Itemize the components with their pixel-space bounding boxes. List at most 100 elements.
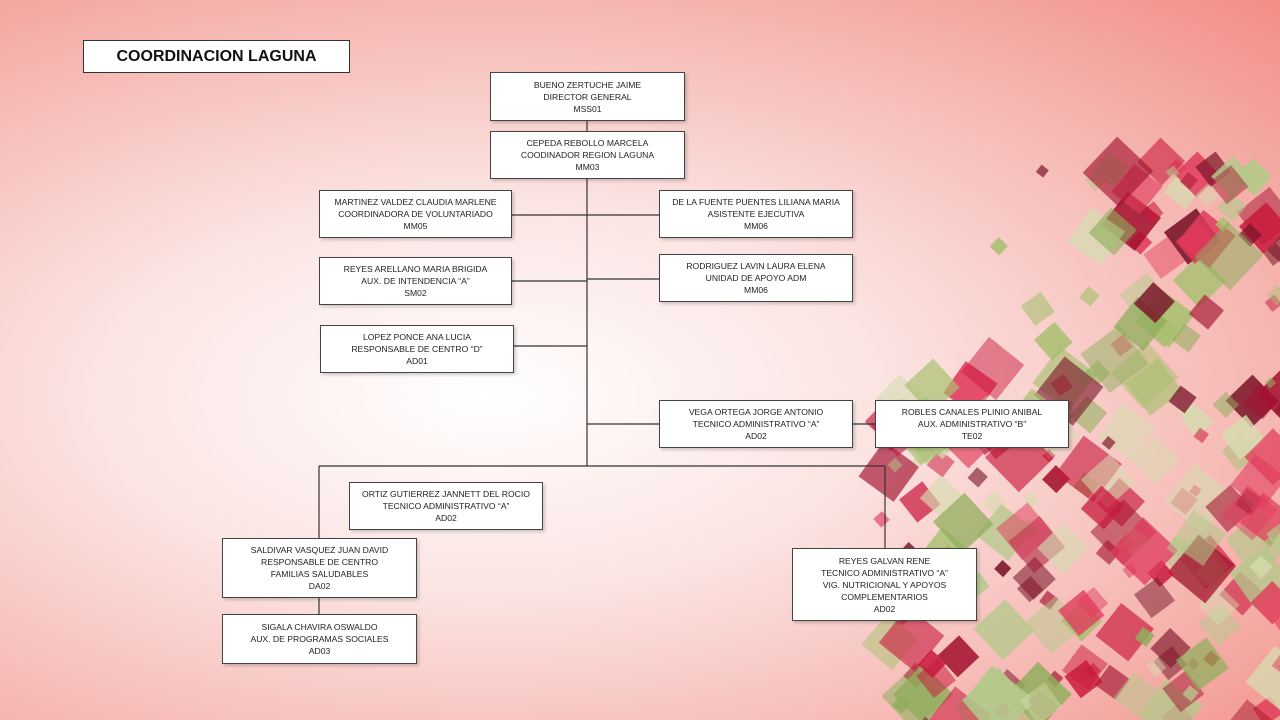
decor-square [1020, 291, 1056, 326]
org-node-asistente-ejecutiva[interactable]: DE LA FUENTE PUENTES LILIANA MARIA ASIST… [659, 190, 853, 238]
node-name: ROBLES CANALES PLINIO ANIBAL [901, 407, 1043, 417]
decor-square [1095, 602, 1154, 662]
decor-square [1130, 435, 1181, 485]
decor-square [1133, 577, 1176, 619]
decor-square [1018, 691, 1032, 704]
node-role: AUX. DE INTENDENCIA “A” [361, 276, 470, 286]
decor-square [1037, 522, 1089, 574]
node-role: COODINADOR REGION LAGUNA [520, 150, 655, 160]
decor-square [1179, 171, 1198, 191]
node-code: MM06 [744, 221, 768, 231]
node-name: SIGALA CHAVIRA OSWALDO [261, 622, 378, 632]
decor-square [1012, 556, 1056, 600]
decor-square [1212, 391, 1240, 419]
node-name: VEGA ORTEGA JORGE ANTONIO [688, 407, 824, 417]
decor-square [1266, 285, 1280, 306]
org-node-aux-intendencia[interactable]: REYES ARELLANO MARIA BRIGIDA AUX. DE INT… [319, 257, 512, 305]
decor-square [887, 457, 903, 473]
decor-square [1194, 221, 1264, 291]
decor-square [1188, 294, 1224, 330]
decor-square [1109, 517, 1178, 586]
node-role-detail: VIG. NUTRICIONAL Y APOYOS [822, 579, 947, 590]
decor-square [1020, 682, 1063, 720]
decor-square [1211, 155, 1254, 199]
decor-square [1193, 427, 1210, 444]
decor-square [919, 716, 932, 720]
decor-square [1097, 403, 1156, 461]
decor-square [973, 599, 1035, 661]
decor-square [994, 560, 1012, 578]
decor-square [1088, 207, 1137, 256]
node-role: DIRECTOR GENERAL [543, 91, 632, 102]
node-code: TE02 [961, 431, 983, 441]
node-name: CEPEDA REBOLLO MARCELA [526, 138, 649, 148]
node-code: AD01 [406, 356, 428, 366]
decor-square [1245, 645, 1280, 712]
decor-square [1111, 341, 1179, 409]
node-name: DE LA FUENTE PUENTES LILIANA MARIA [672, 197, 840, 207]
decor-square [1197, 603, 1241, 647]
node-name: REYES ARELLANO MARIA BRIGIDA [343, 264, 488, 274]
org-node-aux-administrativo-b[interactable]: ROBLES CANALES PLINIO ANIBAL AUX. ADMINI… [875, 400, 1069, 448]
node-role: ASISTENTE EJECUTIVA [707, 209, 805, 219]
org-node-director-general[interactable]: BUENO ZERTUCHE JAIME DIRECTOR GENERAL MS… [490, 72, 685, 121]
decor-square [1175, 637, 1230, 691]
org-node-responsable-centro-d[interactable]: LOPEZ PONCE ANA LUCIA RESPONSABLE DE CEN… [320, 325, 514, 373]
decor-square [1244, 428, 1280, 486]
decor-square [1039, 590, 1059, 610]
node-role-detail: COMPLEMENTARIOS [841, 591, 928, 602]
decor-square [1234, 158, 1273, 197]
decor-square [1226, 699, 1272, 720]
decor-square [1033, 321, 1073, 361]
node-name: REYES GALVAN RENE [838, 555, 931, 566]
org-node-tecnico-administrativo-ortiz[interactable]: ORTIZ GUTIERREZ JANNETT DEL ROCIO TECNIC… [349, 482, 543, 530]
decor-square [1250, 581, 1280, 625]
org-node-unidad-apoyo-adm[interactable]: RODRIGUEZ LAVIN LAURA ELENA UNIDAD DE AP… [659, 254, 853, 302]
node-code: MM06 [744, 285, 768, 295]
org-node-coordinadora-voluntariado[interactable]: MARTINEZ VALDEZ CLAUDIA MARLENE COORDINA… [319, 190, 512, 238]
decor-square [1205, 484, 1253, 533]
decor-square [1243, 383, 1279, 420]
decor-square [1264, 294, 1280, 312]
decor-square [1085, 662, 1101, 679]
node-name: SALDIVAR VASQUEZ JUAN DAVID [250, 545, 389, 555]
node-role-detail: FAMILIAS SALUDABLES [270, 569, 369, 579]
decor-square [1080, 485, 1125, 530]
decor-square [1195, 183, 1220, 209]
node-role: RESPONSABLE DE CENTRO “D” [351, 344, 483, 354]
decor-square [967, 467, 988, 488]
decor-square [858, 441, 920, 502]
decor-square [1166, 534, 1190, 559]
decor-square [1263, 242, 1280, 266]
node-name: BUENO ZERTUCHE JAIME [533, 79, 642, 90]
node-code: DA02 [308, 581, 331, 591]
org-node-vig-nutricional[interactable]: REYES GALVAN RENE TECNICO ADMINISTRATIVO… [792, 548, 977, 621]
decor-square [989, 237, 1008, 256]
decor-square [1110, 334, 1133, 357]
node-role: COORDINADORA DE VOLUNTARIADO [338, 209, 493, 219]
decor-square [1249, 555, 1273, 579]
decor-square [1182, 685, 1199, 702]
decor-square [961, 667, 1032, 720]
decor-square [1058, 589, 1105, 637]
node-name: ORTIZ GUTIERREZ JANNETT DEL ROCIO [362, 489, 530, 499]
node-role: RESPONSABLE DE CENTRO [261, 557, 378, 567]
node-code: MM05 [403, 221, 428, 231]
org-node-tecnico-administrativo-vega[interactable]: VEGA ORTEGA JORGE ANTONIO TECNICO ADMINI… [659, 400, 853, 448]
decor-square [1222, 484, 1278, 541]
decor-square [1113, 671, 1161, 719]
node-role: AUX. ADMINISTRATIVO “B” [917, 419, 1027, 429]
org-node-aux-programas-sociales[interactable]: SIGALA CHAVIRA OSWALDO AUX. DE PROGRAMAS… [222, 614, 417, 664]
node-code: MSS01 [573, 103, 602, 114]
decor-square [1133, 282, 1175, 324]
org-node-coordinador-region[interactable]: CEPEDA REBOLLO MARCELA COODINADOR REGION… [490, 131, 685, 179]
org-node-responsable-familias-saludables[interactable]: SALDIVAR VASQUEZ JUAN DAVID RESPONSABLE … [222, 538, 417, 598]
node-code: MM03 [575, 162, 600, 172]
node-role: TECNICO ADMINISTRATIVO “A” [382, 501, 510, 511]
decor-square [1079, 286, 1100, 307]
decor-square [1209, 165, 1249, 205]
node-role: AUX. DE PROGRAMAS SOCIALES [250, 634, 389, 644]
decor-square [937, 635, 980, 678]
decor-square [1095, 539, 1121, 565]
